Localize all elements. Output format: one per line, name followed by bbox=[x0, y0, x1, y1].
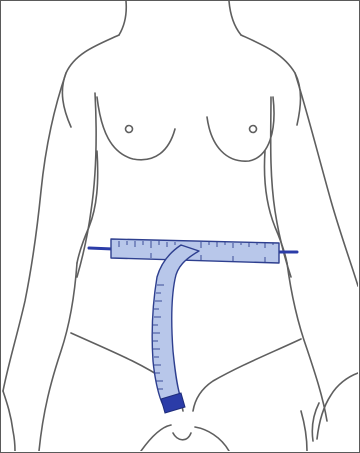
right-hand bbox=[301, 373, 358, 451]
crotch bbox=[173, 433, 191, 440]
tape-left-end bbox=[89, 248, 113, 249]
left-inner-thigh bbox=[141, 425, 171, 451]
left-shoulder-line bbox=[62, 35, 119, 127]
left-arm-outer bbox=[3, 73, 66, 391]
underwear-line-right bbox=[193, 339, 301, 411]
right-nipple bbox=[250, 126, 257, 133]
body-outline bbox=[3, 1, 358, 451]
neck-left-line bbox=[119, 1, 126, 35]
measuring-tape bbox=[89, 239, 297, 413]
left-nipple bbox=[126, 126, 133, 133]
right-breast bbox=[207, 97, 274, 161]
left-hand bbox=[3, 391, 15, 451]
right-inner-thigh bbox=[195, 427, 229, 451]
neck-right-line bbox=[229, 1, 241, 35]
right-arm-outer bbox=[295, 73, 358, 286]
left-hip bbox=[39, 263, 77, 451]
left-breast bbox=[97, 97, 175, 160]
